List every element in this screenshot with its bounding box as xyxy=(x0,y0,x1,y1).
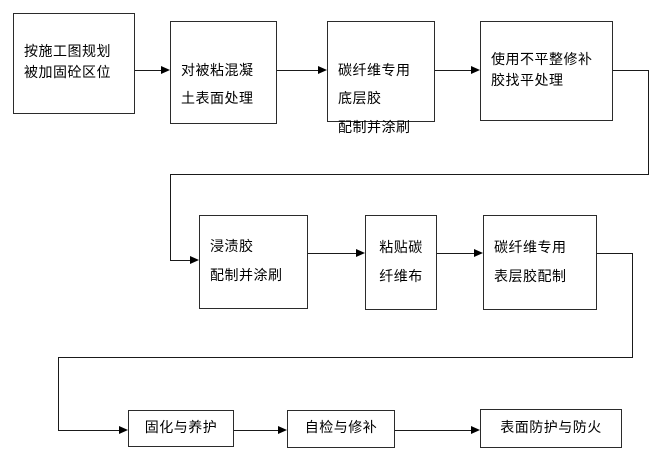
flow-edge-e9-line xyxy=(395,430,471,431)
flow-node-n3-label: 碳纤维专用 底层胶 配制并涂刷 xyxy=(338,62,411,137)
flow-node-n5[interactable]: 浸渍胶 配制并涂刷 xyxy=(199,215,308,309)
flow-edge-e7-arrowhead xyxy=(119,425,128,434)
flow-edge-e1-arrowhead xyxy=(161,65,170,74)
flow-edge-e7-seg-down-left xyxy=(58,357,59,431)
flow-edge-e6-arrowhead xyxy=(474,248,483,257)
flow-edge-e7-seg-across xyxy=(58,357,633,358)
flow-node-n1-label: 按施工图规划 被加固砼区位 xyxy=(24,43,111,82)
flow-edge-e1-line xyxy=(135,70,161,71)
flow-edge-e7-seg-down-right xyxy=(632,253,633,358)
flow-node-n2[interactable]: 对被粘混凝 土表面处理 xyxy=(170,21,277,124)
flow-edge-e2-line xyxy=(277,70,318,71)
flow-node-n1[interactable]: 按施工图规划 被加固砼区位 xyxy=(13,13,135,114)
flow-node-n8-label: 固化与养护 xyxy=(144,419,218,436)
flow-edge-e8-arrowhead xyxy=(278,425,287,434)
flow-edge-e4-seg-across xyxy=(170,174,649,175)
flow-node-n6[interactable]: 粘贴碳 纤维布 xyxy=(365,215,437,310)
flow-edge-e8-line xyxy=(234,430,278,431)
flow-edge-e7-seg-in xyxy=(58,430,119,431)
flow-edge-e5-arrowhead xyxy=(356,248,365,257)
flow-edge-e7-seg-out xyxy=(597,253,632,254)
flow-node-n5-label: 浸渍胶 配制并涂刷 xyxy=(210,239,283,284)
flow-edge-e5-line xyxy=(308,253,356,254)
flow-node-n6-label: 粘贴碳 纤维布 xyxy=(379,239,423,285)
flow-node-n4-label: 使用不平整修补 胶找平处理 xyxy=(491,51,593,90)
flow-edge-e4-seg-out xyxy=(613,70,648,71)
flow-edge-e6-line xyxy=(437,253,474,254)
flow-node-n3[interactable]: 碳纤维专用 底层胶 配制并涂刷 xyxy=(327,21,435,136)
flow-node-n4[interactable]: 使用不平整修补 胶找平处理 xyxy=(480,21,613,121)
flow-node-n10-label: 表面防护与防火 xyxy=(500,419,602,436)
flow-edge-e4-seg-down-left xyxy=(170,174,171,261)
flow-edge-e3-arrowhead xyxy=(471,65,480,74)
flow-edge-e4-arrowhead xyxy=(190,255,199,264)
flow-edge-e3-line xyxy=(435,70,471,71)
flow-node-n2-label: 对被粘混凝 土表面处理 xyxy=(181,62,254,108)
flow-node-n7-label: 碳纤维专用 表层胶配制 xyxy=(494,239,567,285)
flow-edge-e4-seg-down-right xyxy=(648,70,649,175)
flow-node-n9[interactable]: 自检与修补 xyxy=(287,410,395,448)
flow-edge-e2-arrowhead xyxy=(318,65,327,74)
flow-edge-e9-arrowhead xyxy=(471,425,480,434)
flow-node-n8[interactable]: 固化与养护 xyxy=(128,410,234,447)
flow-node-n10[interactable]: 表面防护与防火 xyxy=(480,409,622,448)
flow-node-n9-label: 自检与修补 xyxy=(304,420,378,437)
flow-edge-e4-seg-in xyxy=(170,260,190,261)
flow-node-n7[interactable]: 碳纤维专用 表层胶配制 xyxy=(483,215,597,310)
